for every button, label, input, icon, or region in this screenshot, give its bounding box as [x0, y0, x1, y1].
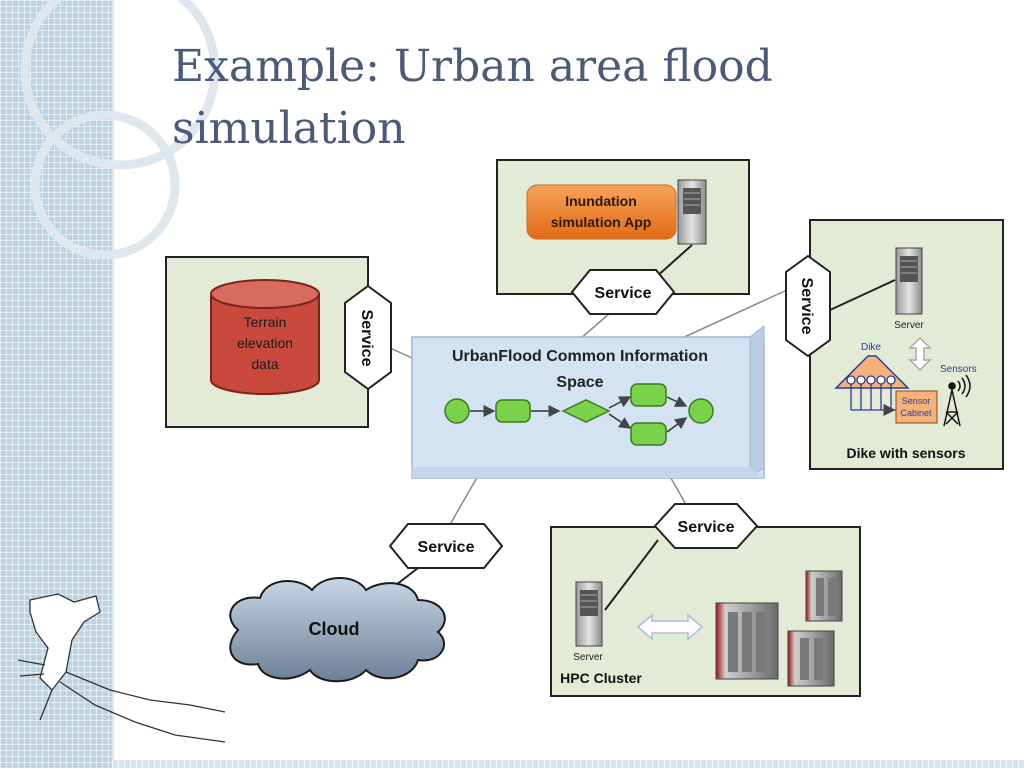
dike-service-hexagon — [785, 254, 831, 358]
hpc-panel: Service Server HPC Cluster — [550, 503, 861, 697]
inundation-panel: Inundation simulation App Service — [496, 159, 750, 315]
hpc-caption: HPC Cluster — [560, 670, 642, 686]
database-icon — [210, 279, 320, 395]
workflow-task-1 — [495, 399, 531, 423]
dike-service-label: Service — [798, 278, 815, 335]
cloud-group: Service Cloud — [229, 523, 504, 683]
inundation-service-hexagon — [570, 269, 676, 315]
hpc-rack-icon — [787, 630, 835, 687]
cloud-label: Cloud — [309, 619, 360, 639]
double-arrow-icon — [908, 336, 932, 372]
common-information-space: UrbanFlood Common Information Space — [411, 324, 765, 480]
workflow-end-node — [688, 398, 714, 424]
server-icon — [575, 581, 603, 647]
hpc-server-label: Server — [573, 652, 603, 663]
cloud-service-hexagon — [388, 523, 504, 569]
inundation-service-label: Service — [595, 285, 652, 302]
workflow-task-3 — [630, 422, 667, 446]
cis-title-line1: UrbanFlood Common Information — [452, 348, 708, 365]
server-icon — [677, 179, 707, 245]
workflow-diagram — [444, 383, 714, 446]
dike-server-label: Server — [894, 320, 924, 331]
river-sketch-illustration — [17, 593, 226, 743]
decorative-sidebar — [0, 0, 114, 768]
cis-title-line2: Space — [556, 374, 603, 391]
decorative-bottom-band — [112, 760, 1024, 768]
sensors-label: Sensors — [940, 364, 977, 375]
dike-label: Dike — [861, 342, 881, 353]
slide-title: Example: Urban area flood simulation — [172, 36, 892, 160]
hpc-service-hexagon — [653, 503, 759, 549]
inundation-label-line1: Inundation — [565, 193, 637, 209]
terrain-panel: Terrain elevation data Service — [165, 256, 392, 428]
workflow-start-node — [444, 398, 470, 424]
decorative-rings — [20, 0, 220, 260]
sensor-cabinet-line2: Cabinet — [900, 408, 932, 418]
inundation-label-line2: simulation App — [551, 214, 652, 230]
hpc-service-label: Service — [678, 519, 735, 536]
workflow-task-2 — [630, 383, 667, 407]
slide-title-line1: Example: Urban area flood — [172, 41, 773, 92]
terrain-label-line1: Terrain — [244, 314, 287, 330]
terrain-service-label: Service — [358, 310, 375, 367]
inundation-app-box — [526, 184, 677, 240]
dike-caption: Dike with sensors — [846, 445, 965, 461]
server-icon — [895, 247, 923, 315]
dike-panel: Service Server Dike Sensors Sensor Cabin… — [785, 219, 1004, 470]
antenna-tower-icon — [943, 374, 971, 427]
sensor-cabinet-line1: Sensor — [902, 396, 931, 406]
slide-title-line2: simulation — [172, 103, 406, 154]
terrain-label-line2: elevation — [237, 335, 293, 351]
hpc-rack-icon — [715, 602, 779, 680]
hpc-rack-icon — [805, 570, 843, 622]
cloud-icon — [229, 577, 446, 683]
double-arrow-icon — [636, 613, 704, 641]
workflow-gateway — [561, 399, 611, 423]
terrain-service-hexagon — [344, 284, 392, 391]
terrain-label-line3: data — [251, 356, 278, 372]
sensor-cabinet-box — [895, 390, 938, 424]
dike-icon — [834, 355, 910, 416]
cloud-service-label: Service — [418, 539, 475, 556]
